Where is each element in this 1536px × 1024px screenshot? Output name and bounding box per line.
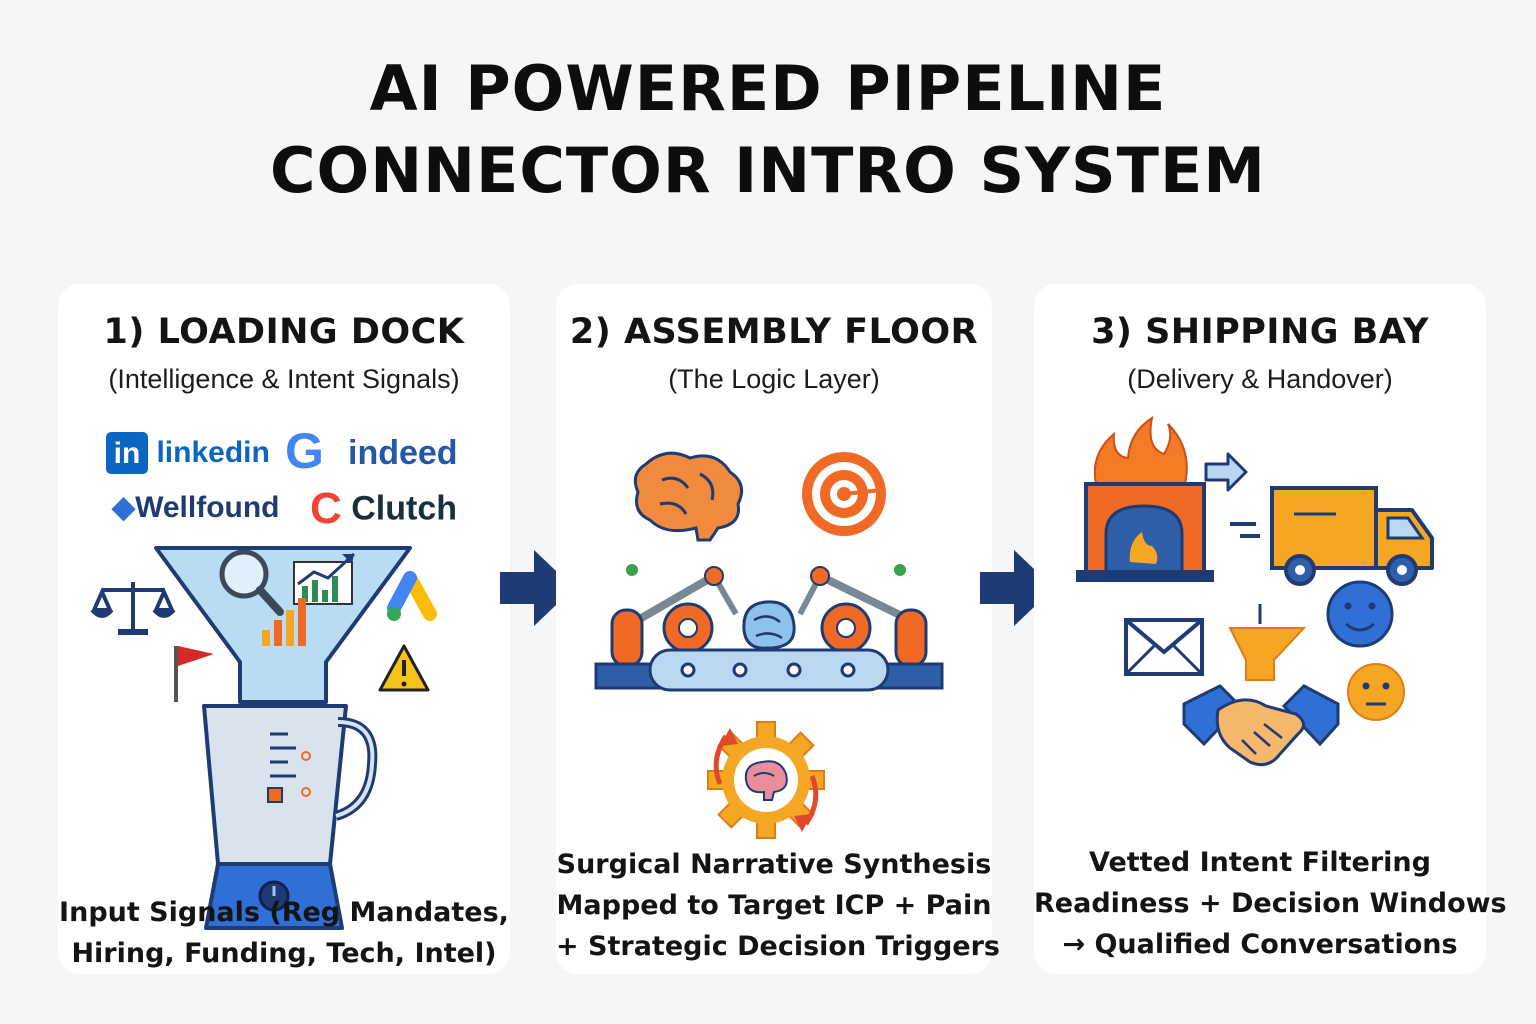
indeed-logo-icon: indeed [348,434,458,473]
assembly-floor-subheading: (The Logic Layer) [668,364,880,394]
linkedin-wordmark: linkedin [156,436,270,469]
bar-chart-icon [262,598,306,646]
title-line-2: CONNECTOR INTRO SYSTEM [270,134,1266,207]
loading-dock-heading: 1) LOADING DOCK [103,312,465,352]
assembly-illustration [594,451,944,839]
shipping-bay-caption-line: Readiness + Decision Windows [1034,888,1507,919]
wellfound-wordmark: Wellfound [135,491,280,524]
page-title: AI POWERED PIPELINE CONNECTOR INTRO SYST… [0,48,1536,212]
title-line-1: AI POWERED PIPELINE [369,52,1167,125]
shipping-bay-caption-line: → Qualified Conversations [1062,929,1458,960]
envelope-icon [1124,618,1204,676]
linkedin-logo-icon: in linkedin [106,432,270,474]
blender-illustration [90,546,437,930]
google-ads-icon [387,571,437,621]
wellfound-logo-icon: ◆Wellfound [112,491,280,524]
warning-icon [378,644,430,692]
loading-dock-panel: 1) LOADING DOCK (Intelligence & Intent S… [58,284,510,974]
brain-icon [633,451,744,542]
red-flag-icon [174,646,214,702]
assembly-floor-panel: 2) ASSEMBLY FLOOR (The Logic Layer) [556,284,1000,974]
shipping-bay-caption-line: Vetted Intent Filtering [1089,847,1431,878]
clutch-logo-icon: C Clutch [310,484,458,533]
funnel-icon [154,546,412,704]
furnace-icon [1076,415,1214,582]
growth-chart-icon [293,552,356,605]
shipping-bay-heading: 3) SHIPPING BAY [1091,312,1429,352]
loading-dock-caption-line: Hiring, Funding, Tech, Intel) [71,938,497,969]
handshake-icon [1182,684,1340,767]
arrow-right-icon [1204,452,1248,492]
assembly-floor-caption-line: + Strategic Decision Triggers [556,931,1000,962]
clutch-wordmark: Clutch [351,489,458,528]
delivery-truck-icon [1230,486,1434,586]
google-logo-icon: G [285,422,324,480]
loading-dock-caption-line: Input Signals (Reg Mandates, [59,897,509,928]
target-icon [802,452,886,536]
filter-funnel-icon [1228,604,1307,681]
loading-dock-caption: Input Signals (Reg Mandates, Hiring, Fun… [58,892,510,974]
assembly-floor-caption-line: Mapped to Target ICP + Pain [556,890,992,921]
shipping-bay-subheading: (Delivery & Handover) [1127,364,1393,394]
assembly-floor-caption: Surgical Narrative Synthesis Mapped to T… [556,844,1000,967]
loading-dock-subheading: (Intelligence & Intent Signals) [108,364,460,394]
blender-icon [202,704,378,930]
assembly-floor-caption-line: Surgical Narrative Synthesis [556,849,992,880]
linkedin-badge: in [106,432,148,474]
shipping-bay-panel: 3) SHIPPING BAY (Delivery & Handover) [1034,284,1507,974]
scales-icon [90,582,176,635]
gear-brain-icon [707,721,825,839]
flow-arrow-icon [500,550,574,626]
assembly-floor-heading: 2) ASSEMBLY FLOOR [569,312,979,352]
google-letter: G [285,423,324,479]
shipping-illustration [1076,415,1434,767]
neutral-face-icon [1347,663,1405,721]
magnifier-icon [219,549,284,616]
smiley-icon [1326,580,1394,648]
conveyor-belt-icon [594,648,944,692]
flow-arrow-icon [980,550,1054,626]
shipping-bay-caption: Vetted Intent Filtering Readiness + Deci… [1034,842,1507,965]
indeed-wordmark: indeed [348,434,458,472]
